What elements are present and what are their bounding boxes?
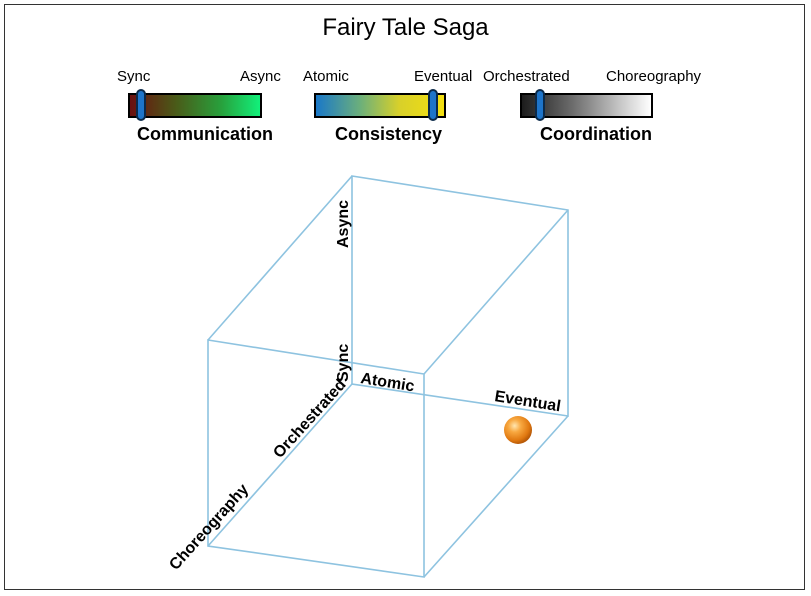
saga-position-sphere [504, 416, 532, 444]
axis-label-eventual: Eventual [493, 388, 562, 415]
communication-gradient-bar [128, 93, 262, 118]
coordination-left-label: Orchestrated [483, 68, 570, 85]
coordination-right-label: Choreography [606, 68, 702, 85]
axis-label-orchestrated: Orchestrated [270, 376, 349, 461]
axis-label-sync: Sync [335, 344, 352, 382]
diagram-title: Fairy Tale Saga [322, 14, 489, 41]
cube-edges [207, 175, 569, 578]
figure-frame [4, 4, 805, 590]
communication-right-label: Async [240, 68, 281, 85]
cube-edge-top-left [207, 175, 353, 341]
consistency-right-label: Eventual [414, 68, 473, 85]
cube-edge-top-right [423, 209, 569, 375]
consistency-marker [427, 89, 438, 121]
consistency-caption: Consistency [335, 124, 443, 144]
communication-left-label: Sync [117, 68, 151, 85]
axis-label-async: Async [335, 200, 352, 248]
communication-marker [136, 89, 147, 121]
cube-edge-bottom-left [207, 383, 353, 547]
cube-edge-bottom-right [423, 415, 569, 578]
consistency-gradient-bar [314, 93, 446, 118]
coordination-caption: Coordination [540, 124, 652, 144]
axis-label-choreography: Choreography [166, 481, 252, 574]
consistency-left-label: Atomic [303, 68, 349, 85]
coordination-marker [534, 89, 545, 121]
communication-caption: Communication [137, 124, 274, 144]
axis-label-atomic: Atomic [359, 370, 415, 395]
